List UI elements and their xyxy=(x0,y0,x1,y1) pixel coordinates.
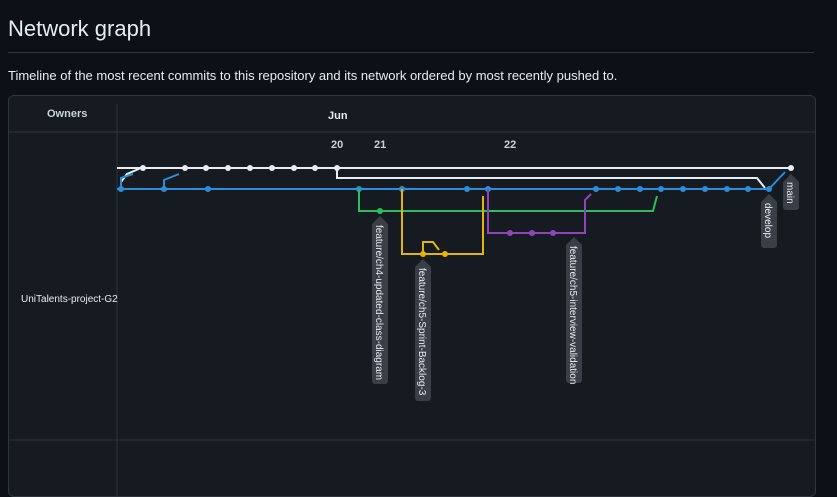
commit-dots-yellow[interactable] xyxy=(420,251,448,257)
branch-label-text: feature/ch4-updated-class-diagram xyxy=(373,225,384,380)
day-label: 21 xyxy=(374,139,386,151)
commit-dots-green[interactable] xyxy=(377,208,383,214)
branch-yellow-lines xyxy=(401,189,484,255)
branch-label-text: feature/ch5-interview-validation xyxy=(567,246,578,384)
title-divider xyxy=(8,52,814,53)
branch-develop-lines xyxy=(117,171,786,190)
month-label: Jun xyxy=(328,110,348,122)
page-description: Timeline of the most recent commits to t… xyxy=(8,68,618,83)
branch-label-feature-ch5-interview[interactable]: feature/ch5-interview-validation xyxy=(566,237,582,384)
day-label: 20 xyxy=(331,139,343,151)
commit-dots-develop[interactable] xyxy=(118,186,772,192)
branch-purple-lines xyxy=(487,189,592,234)
commit-dots-purple[interactable] xyxy=(507,230,556,236)
branch-label-text: feature/ch5-Sprint-Backlog-3 xyxy=(416,268,427,396)
branch-label-feature-ch5-sprint[interactable]: feature/ch5-Sprint-Backlog-3 xyxy=(415,259,431,401)
branch-label-feature-ch4[interactable]: feature/ch4-updated-class-diagram xyxy=(372,216,388,384)
branch-green-lines xyxy=(358,189,658,212)
commit-dots-main[interactable] xyxy=(140,165,794,171)
branch-label-text: develop xyxy=(762,203,773,238)
network-graph-canvas[interactable]: Owners Jun 20 21 22 UniTalents-project-G… xyxy=(9,96,815,496)
graph-header-bar xyxy=(9,96,815,132)
page-title: Network graph xyxy=(8,16,152,41)
branch-label-main[interactable]: main xyxy=(783,174,799,210)
owners-header: Owners xyxy=(47,108,87,120)
branch-label-text: main xyxy=(784,182,795,204)
branch-main-lines xyxy=(117,167,791,189)
branch-label-develop[interactable]: develop xyxy=(761,194,777,248)
day-label: 22 xyxy=(504,139,516,151)
owner-name[interactable]: UniTalents-project-G2 xyxy=(21,294,118,305)
network-graph-panel[interactable]: Owners Jun 20 21 22 UniTalents-project-G… xyxy=(8,95,816,497)
